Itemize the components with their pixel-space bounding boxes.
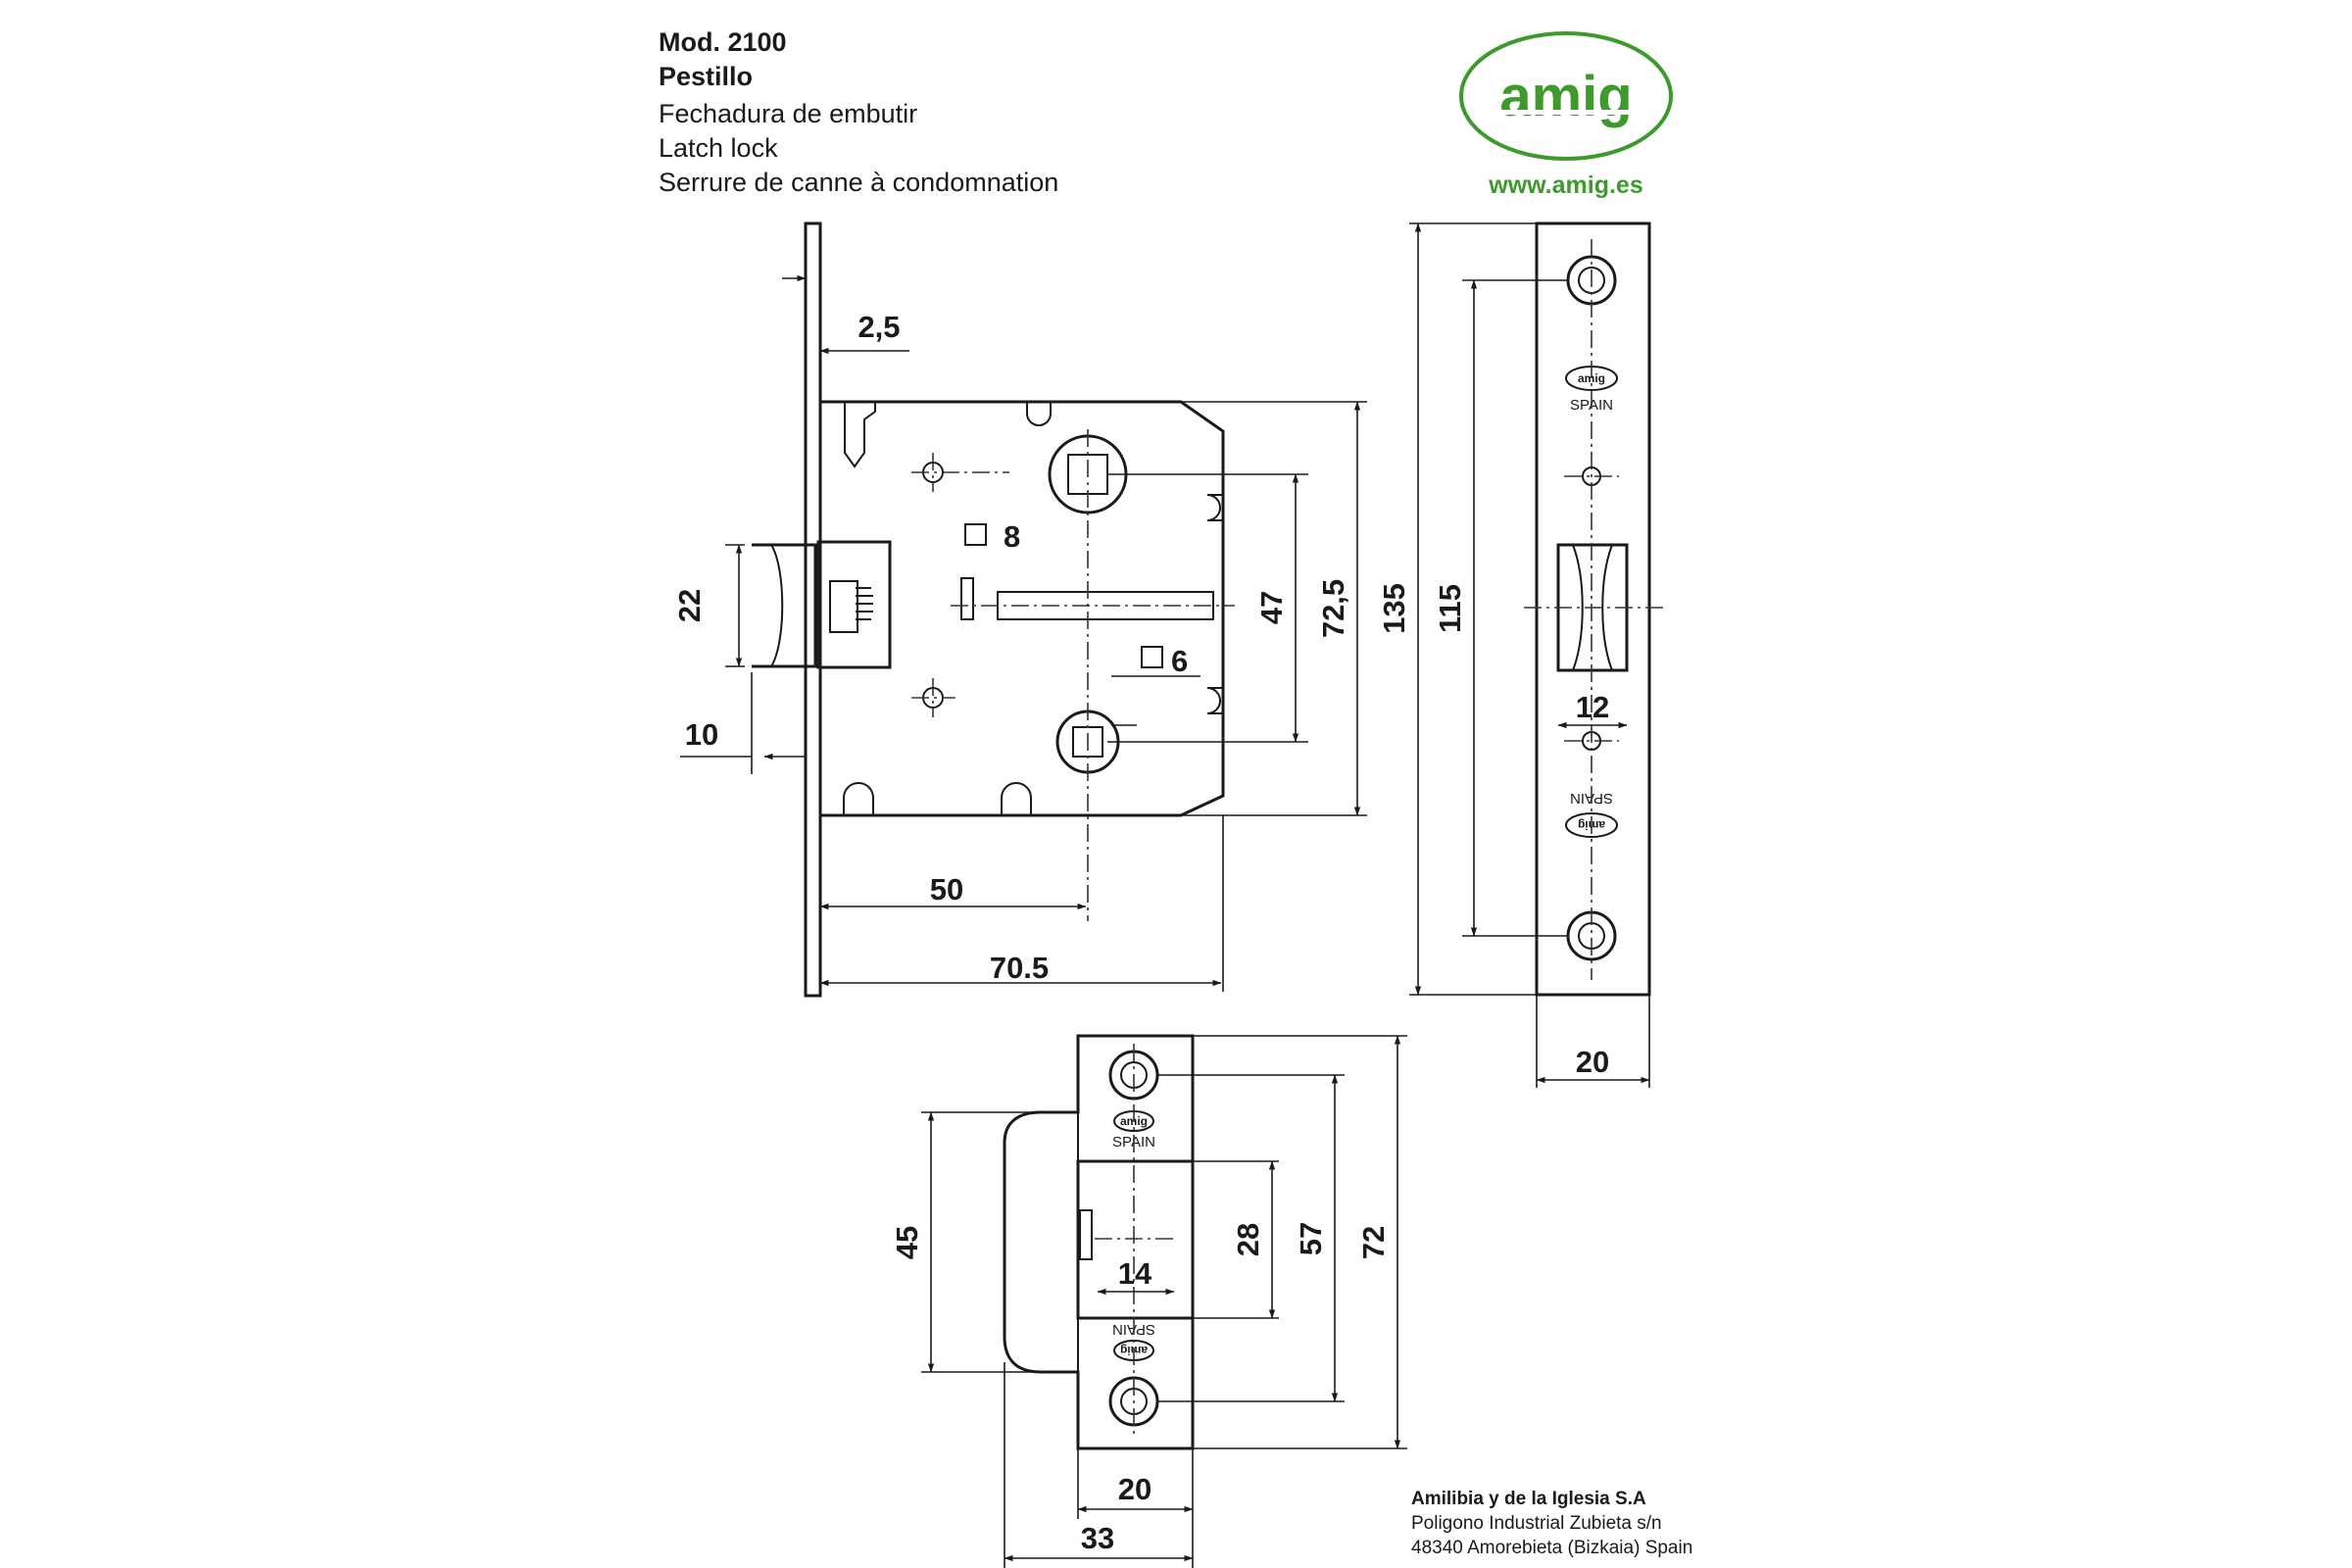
- spindle-centers-dimension: 47: [1254, 591, 1289, 624]
- strike-plate-outline: [1003, 1034, 1195, 1450]
- model-number: Mod. 2100: [659, 27, 787, 57]
- square-symbol-6: [1141, 646, 1163, 668]
- title-block: Mod. 2100 Pestillo Fechadura de embutir …: [659, 27, 1058, 197]
- description-english: Latch lock: [659, 133, 778, 163]
- latch-spring: [856, 587, 873, 620]
- description-spanish: Fechadura de embutir: [659, 99, 917, 128]
- faceplate-thickness-dimension: 2,5: [858, 310, 900, 344]
- faceplate-width-dimension: 20: [1576, 1045, 1609, 1079]
- latch-bolt: [752, 543, 817, 668]
- backset-dimension: 50: [930, 872, 963, 906]
- company-info: Amilibia y de la Iglesia S.A Poligono In…: [1411, 1489, 1692, 1558]
- forend-plate: [804, 221, 822, 998]
- latch-housing: [816, 540, 892, 669]
- strike-screw-centers-dimension: 57: [1294, 1222, 1328, 1255]
- strike-opening: [1076, 1159, 1195, 1320]
- lock-case: [820, 400, 1225, 817]
- strike-plate-view: amig SPAIN amig SPAIN 45 28 57 72: [890, 1034, 1407, 1568]
- latch-face: [1572, 544, 1613, 671]
- faceplate-screw-centers-dimension: 115: [1433, 584, 1467, 633]
- logo-stripe: [1480, 110, 1652, 115]
- faceplate-length-dimension: 135: [1377, 583, 1411, 634]
- faceplate-outline: [1535, 221, 1651, 997]
- faceplate-view: amig SPAIN amig SPAIN 135 115 12: [1377, 221, 1666, 1088]
- company-name: Amilibia y de la Iglesia S.A: [1411, 1489, 1646, 1509]
- product-name: Pestillo: [659, 62, 753, 91]
- latch-stop: [960, 577, 974, 620]
- case-notches: [843, 402, 1223, 815]
- amig-logo: amig www.amig.es: [1459, 31, 1673, 199]
- strike-lip-dimension: 45: [890, 1226, 924, 1259]
- strike-total-height-dimension: 72: [1356, 1226, 1391, 1259]
- logo-wordmark: amig: [1499, 65, 1632, 128]
- company-address: Poligono Industrial Zubieta s/n: [1411, 1513, 1662, 1534]
- center-lines: [911, 429, 1235, 921]
- strike-opening-width-dimension: 14: [1118, 1256, 1152, 1291]
- spindle-square-dimension: 8: [1004, 519, 1020, 554]
- case-height-dimension: 72,5: [1316, 579, 1350, 638]
- logo-ellipse: [1459, 31, 1673, 161]
- faceplate-center-lines: [1524, 239, 1666, 980]
- description-french: Serrure de canne à condomnation: [659, 168, 1058, 197]
- latch-tail: [829, 580, 858, 633]
- latch-width-dimension: 12: [1576, 690, 1609, 724]
- latch-projection-dimension: 10: [685, 717, 718, 752]
- square-symbol-8: [964, 523, 987, 546]
- case-depth-dimension: 70.5: [990, 951, 1049, 985]
- strike-tab: [1079, 1209, 1093, 1260]
- lock-body-view: 2,5 22 10 8 6 47 72,5 50 70.5: [672, 221, 1367, 998]
- strike-opening-height-dimension: 28: [1231, 1223, 1265, 1256]
- strike-plate-width-dimension: 20: [1118, 1472, 1152, 1506]
- website-url: www.amig.es: [1488, 172, 1642, 199]
- latch-bevel: [770, 544, 784, 667]
- company-city: 48340 Amorebieta (Bizkaia) Spain: [1411, 1538, 1692, 1558]
- latch-height-dimension: 22: [672, 589, 707, 622]
- lower-square-dimension: 6: [1171, 644, 1188, 678]
- strike-center-lines: [1095, 1044, 1176, 1436]
- strike-overall-width-dimension: 33: [1081, 1521, 1114, 1555]
